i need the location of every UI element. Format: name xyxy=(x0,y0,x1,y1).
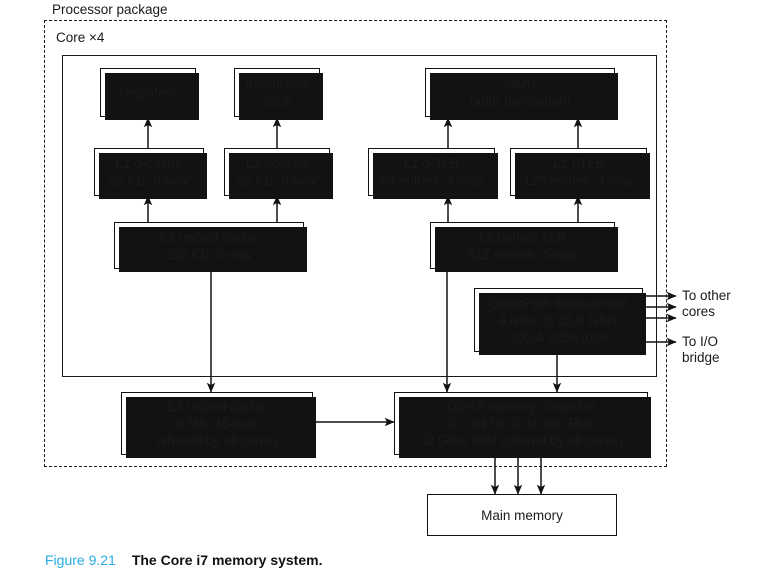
block-l2-unified-cache[interactable]: L2 unified cache 256 KB, 8-way xyxy=(114,222,307,272)
block-ddr3-memory-controller[interactable]: DDR3 memory controller 3 × 64 bit @ 10.6… xyxy=(394,392,651,458)
block-quickpath-line3: 102.4 GB/s total xyxy=(510,329,607,345)
block-l1-icache-line2: 32 KB, 8-way xyxy=(236,173,318,188)
block-ddr3-line2: 3 × 64 bit @ 10.66 GB/s xyxy=(448,416,594,431)
core-boundary xyxy=(62,55,657,377)
block-mmu[interactable]: MMU (addr translation) xyxy=(425,68,618,120)
block-l1-dcache-line2: 32 KB, 8-way xyxy=(108,173,190,188)
block-l2-unified-tlb[interactable]: L2 unified TLB 512 entries, 4-way xyxy=(430,222,618,272)
block-l1-dtlb[interactable]: L1 d-TLB 64 entries, 4-way xyxy=(368,148,498,199)
block-registers[interactable]: Registers xyxy=(100,68,199,120)
block-l1-dtlb-line2: 64 entries, 4-way xyxy=(380,173,483,188)
block-l1-dtlb-line1: L1 d-TLB xyxy=(403,156,460,171)
block-l2-unified-cache-line2: 256 KB, 8-way xyxy=(165,246,253,262)
block-instruction-fetch-line2: fetch xyxy=(262,93,292,109)
block-l1-icache[interactable]: L1 i-cache 32 KB, 8-way xyxy=(224,148,333,199)
block-l1-itlb-line2: 128 entries, 4-way xyxy=(523,173,634,188)
block-ddr3-line1: DDR3 memory controller xyxy=(446,399,596,414)
block-l2-unified-tlb-line2: 512 entries, 4-way xyxy=(467,246,578,262)
block-quickpath-interconnect[interactable]: QuickPath interconnect 4 links @ 25.6 GB… xyxy=(474,288,646,355)
figure-number: Figure 9.21 xyxy=(45,552,116,568)
figure-caption: Figure 9.21 The Core i7 memory system. xyxy=(45,550,322,570)
block-l1-itlb-line1: L1 i-TLB xyxy=(552,156,605,171)
block-mmu-line2: (addr translation) xyxy=(468,93,572,109)
block-quickpath-line1: QuickPath interconnect xyxy=(488,295,629,311)
figure-title: The Core i7 memory system. xyxy=(131,552,323,568)
block-l3-unified-cache-line1: L3 unified cache xyxy=(167,399,267,414)
block-l1-dcache-line1: L1 d-cache xyxy=(115,156,183,171)
block-main-memory-line1: Main memory xyxy=(481,507,563,523)
processor-package-label: Processor package xyxy=(52,2,168,17)
block-registers-line1: Registers xyxy=(119,85,177,100)
block-l2-unified-cache-line1: L2 unified cache xyxy=(159,229,259,245)
label-to-other-cores: To other cores xyxy=(682,288,731,319)
block-instruction-fetch[interactable]: Instruction fetch xyxy=(234,68,323,120)
block-l3-unified-cache-line3: (shared by all cores) xyxy=(155,433,279,448)
block-main-memory[interactable]: Main memory xyxy=(427,494,617,536)
block-instruction-fetch-line1: Instruction xyxy=(245,76,309,92)
block-l1-icache-line1: L1 i-cache xyxy=(245,156,309,171)
processor-package-boundary xyxy=(44,20,667,467)
block-ddr3-line3: 32 GB/s total (shared by all cores) xyxy=(418,433,624,448)
block-l2-unified-tlb-line1: L2 unified TLB xyxy=(479,229,566,245)
block-l1-itlb[interactable]: L1 i-TLB 128 entries, 4-way xyxy=(510,148,650,199)
block-mmu-line1: MMU xyxy=(503,76,537,92)
block-l1-dcache[interactable]: L1 d-cache 32 KB, 8-way xyxy=(94,148,207,199)
label-to-io-bridge: To I/O bridge xyxy=(682,334,720,365)
block-l3-unified-cache-line2: 8 MB, 16-way xyxy=(175,416,259,431)
core-label: Core ×4 xyxy=(56,30,105,45)
block-quickpath-line2: 4 links @ 25.6 GB/s xyxy=(498,312,619,328)
block-l3-unified-cache[interactable]: L3 unified cache 8 MB, 16-way (shared by… xyxy=(121,392,316,458)
